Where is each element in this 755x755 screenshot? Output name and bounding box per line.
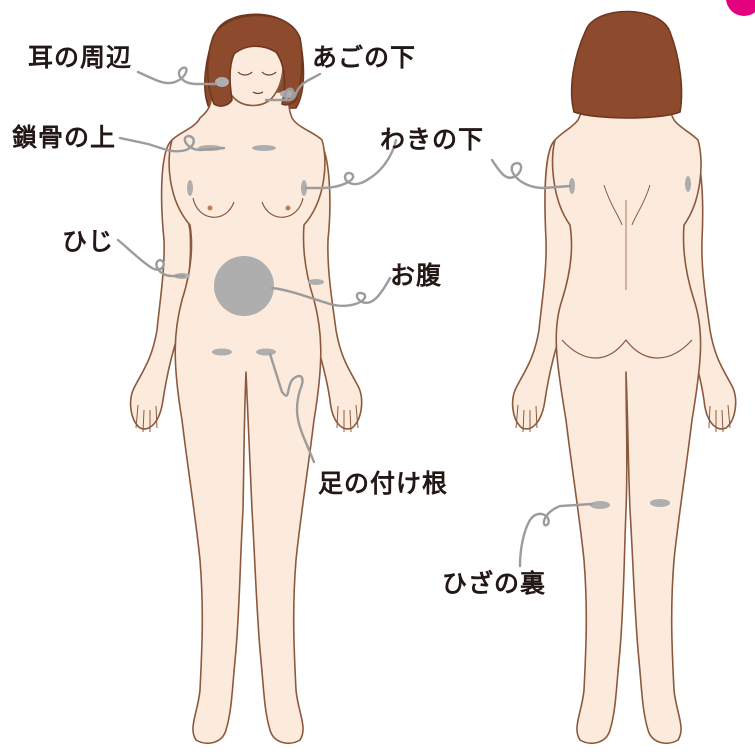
label-chin: あごの下 xyxy=(312,43,417,72)
spot-groin-right xyxy=(256,348,276,356)
front-figure xyxy=(129,13,363,744)
label-belly: お腹 xyxy=(390,261,443,290)
leader-belly xyxy=(270,276,392,308)
spot-collarbone-right xyxy=(252,145,276,151)
front-face-features xyxy=(237,71,277,95)
leader-knee xyxy=(518,502,594,568)
leader-underarm-front xyxy=(304,138,398,190)
front-breast-left xyxy=(192,197,235,218)
leader-chin xyxy=(264,72,322,102)
back-spots xyxy=(569,176,691,509)
label-elbow: ひじ xyxy=(62,227,115,256)
back-right-hand-fingers xyxy=(708,404,731,433)
front-breast-right xyxy=(261,197,304,218)
label-collarbone: 鎖骨の上 xyxy=(12,123,117,152)
spot-back-underarm-left xyxy=(569,178,575,194)
spot-elbow-right xyxy=(308,279,324,285)
leader-groin xyxy=(268,352,316,464)
back-figure xyxy=(511,10,737,744)
back-buttock-line xyxy=(561,339,693,359)
front-hair-front xyxy=(206,14,303,107)
back-left-hand-fingers xyxy=(515,404,538,433)
spot-underarm-right xyxy=(301,180,307,196)
back-waist-left xyxy=(603,184,623,226)
front-torso-legs xyxy=(168,91,326,744)
leader-underarm-back xyxy=(490,158,572,190)
label-groin: 足の付け根 xyxy=(318,469,449,498)
spot-belly xyxy=(214,256,274,316)
front-nipple-right xyxy=(285,205,291,211)
spot-knee-right xyxy=(650,499,670,507)
back-torso-legs xyxy=(551,91,702,744)
spot-back-underarm-right xyxy=(685,176,691,192)
back-hair xyxy=(570,10,683,119)
accent-corner-shape xyxy=(726,0,755,16)
leader-ear xyxy=(136,66,218,86)
label-knee-back: ひざの裏 xyxy=(442,569,547,598)
front-nipple-left xyxy=(207,205,213,211)
leader-elbow xyxy=(116,238,186,278)
label-underarm: わきの下 xyxy=(380,125,485,154)
spot-ear xyxy=(215,77,229,87)
spot-groin-left xyxy=(212,348,232,356)
spot-underarm-left xyxy=(187,180,193,196)
leader-lines xyxy=(116,66,594,568)
back-waist-right xyxy=(631,184,651,226)
spot-knee-left xyxy=(590,501,610,509)
front-right-hand-fingers xyxy=(336,404,359,433)
leader-collarbone xyxy=(118,134,226,153)
label-ear: 耳の周辺 xyxy=(28,43,133,72)
front-left-hand-fingers xyxy=(135,404,158,433)
